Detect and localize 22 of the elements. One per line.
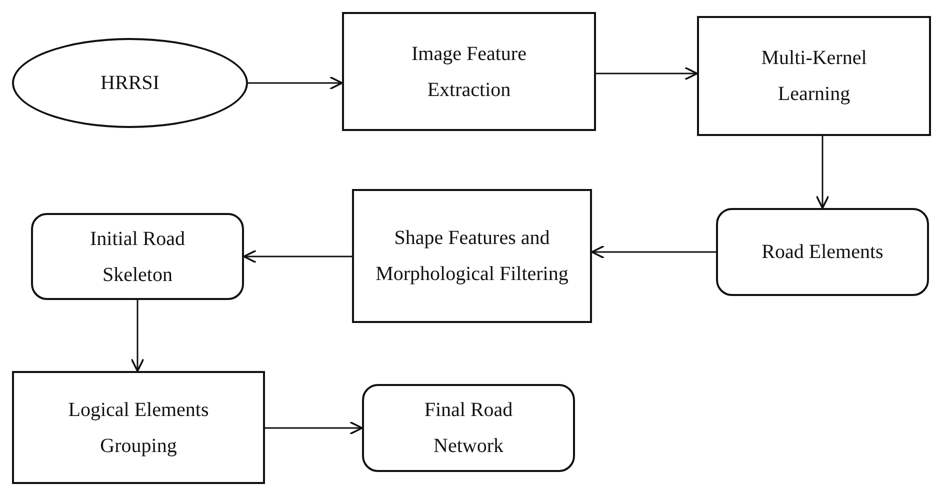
process-box	[342, 12, 596, 131]
arrow	[591, 245, 716, 259]
arrow	[130, 300, 144, 372]
node-label: Initial Road Skeleton	[89, 226, 186, 288]
arrow	[816, 136, 830, 209]
node-label: Road Elements	[762, 240, 884, 265]
arrow	[265, 421, 363, 435]
node-label: Image Feature Extraction	[410, 42, 528, 102]
result-box	[362, 384, 575, 472]
process-box	[352, 189, 592, 323]
arrow	[596, 66, 698, 80]
process-box	[697, 16, 931, 136]
node-label: Final Road Network	[423, 398, 514, 459]
result-box	[31, 213, 244, 300]
process-box	[12, 371, 265, 484]
node-label: Shape Features and Morphological Filtering	[374, 226, 570, 287]
node-label: Logical Elements Grouping	[67, 398, 210, 458]
arrow	[243, 250, 352, 264]
node-label: Multi-Kernel Learning	[760, 46, 868, 107]
result-box	[716, 208, 929, 296]
arrow	[248, 76, 343, 90]
node-label: HRRSI	[100, 71, 160, 96]
